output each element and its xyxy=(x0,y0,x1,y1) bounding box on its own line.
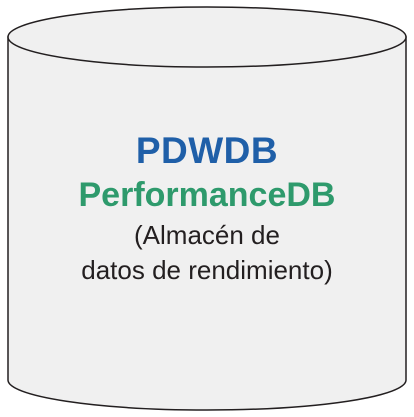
database-label-group: PDWDB PerformanceDB (Almacén de datos de… xyxy=(10,130,404,285)
database-description-line-2: datos de rendimiento) xyxy=(81,255,333,285)
database-full-name: PerformanceDB xyxy=(78,176,336,214)
cylinder-top xyxy=(7,6,407,68)
cylinder-body xyxy=(7,36,407,411)
database-description-line-1: (Almacén de xyxy=(134,220,280,250)
database-name: PDWDB xyxy=(135,130,279,171)
